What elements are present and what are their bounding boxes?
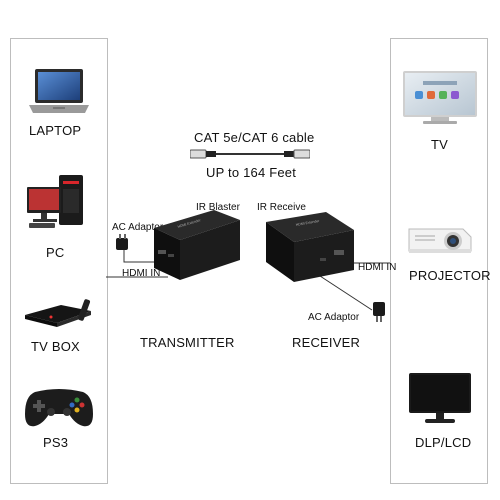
ac-adaptor-icon [370, 300, 388, 324]
ethernet-cable-icon [190, 146, 310, 162]
projector-label: PROJECTOR [409, 268, 491, 283]
svg-text:HDMI Extender: HDMI Extender [177, 218, 202, 229]
receiver-device: HDMI Extender [264, 210, 356, 286]
tv-icon [401, 69, 479, 129]
monitor-icon [407, 371, 473, 427]
source-device-panel: LAPTOP PC TV BOX [10, 38, 108, 484]
receiver-hdmi-label: HDMI IN [358, 262, 397, 273]
pc-label: PC [46, 245, 65, 260]
gamepad-icon [23, 384, 95, 430]
cable-distance-label: UP to 164 Feet [206, 165, 297, 180]
tv-box-icon [21, 297, 99, 329]
ir-receive-label: IR Receive [257, 202, 306, 213]
laptop-icon [27, 67, 91, 117]
svg-text:HDMI Extender: HDMI Extender [295, 219, 320, 227]
display-device-panel: TV PROJECTOR DLP/LCD [390, 38, 491, 484]
dlp-lcd-label: DLP/LCD [415, 435, 472, 450]
transmitter-hdmi-label: HDMI IN [122, 268, 161, 279]
cable-type-label: CAT 5e/CAT 6 cable [194, 130, 315, 145]
transmitter-label: TRANSMITTER [140, 335, 235, 350]
receiver-label: RECEIVER [292, 335, 361, 350]
transmitter-device: HDMI Extender [150, 206, 242, 282]
tv-label: TV [431, 137, 449, 152]
ac-adaptor-icon [114, 234, 132, 252]
projector-icon [403, 219, 475, 259]
laptop-label: LAPTOP [29, 123, 82, 138]
receiver-ac-label: AC Adaptor [308, 312, 360, 323]
ps3-label: PS3 [43, 435, 69, 450]
desktop-pc-icon [25, 173, 95, 231]
transmitter-ac-label: AC Adaptor [112, 222, 164, 233]
ir-blaster-label: IR Blaster [196, 202, 240, 213]
tv-box-label: TV BOX [31, 339, 80, 354]
